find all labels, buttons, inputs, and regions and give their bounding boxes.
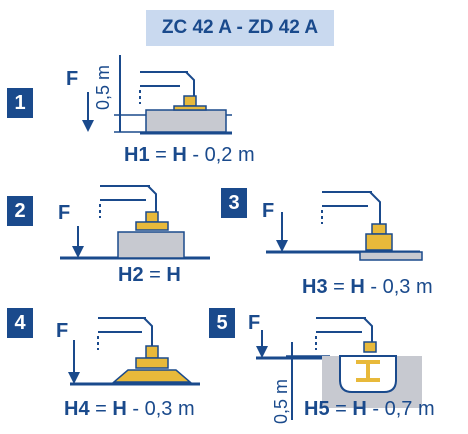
scenario-3-drawing [266,191,423,261]
scenario-5-height-label: 0,5 m [271,378,291,424]
scenario-1-rest: - 0,2 m [186,144,255,166]
scenario-5-formula: H5 = H - 0,7 m [304,398,435,421]
scenario-4-force-label: F [56,320,69,342]
scenario-5-badge: 5 [209,308,235,338]
scenario-5-force-label: F [248,312,261,334]
scenario-4-var: H4 [64,398,90,420]
title-box: ZC 42 A - ZD 42 A [146,10,334,46]
scenario-4-formula: H4 = H - 0,3 m [64,398,195,421]
scenario-1-drawing [82,55,232,135]
scenario-3-base: H [350,276,365,298]
scenario-5-var: H5 [304,398,330,420]
scenario-2-force-label: F [58,202,71,224]
scenario-2-formula: H2 = H [118,264,181,287]
scenario-3-eq: = [327,276,351,298]
scenario-3-rest: - 0,3 m [364,276,433,298]
scenario-2-eq: = [143,264,167,286]
scenario-4-rest: - 0,3 m [126,398,195,420]
scenario-1-force-label: F [66,68,79,90]
scenario-1-var: H1 [124,144,150,166]
scenario-2-var: H2 [118,264,144,286]
scenario-4-eq: = [89,398,113,420]
scenario-1-formula: H1 = H - 0,2 m [124,144,255,167]
scenario-3-badge: 3 [221,188,247,218]
scenario-4-badge: 4 [7,308,33,338]
scenario-2-drawing [60,185,210,260]
scenario-1-height-label: 0,5 m [93,64,113,110]
scenario-3-var: H3 [302,276,328,298]
diagram-title: ZC 42 A - ZD 42 A [161,17,319,38]
scenario-4-base: H [112,398,127,420]
scenario-2-badge: 2 [7,196,33,226]
scenario-3-force-label: F [262,200,275,222]
scenario-2-base: H [166,264,181,286]
scenario-4-drawing [68,317,200,386]
scenario-5-eq: = [329,398,353,420]
scenario-1-base: H [172,144,187,166]
scenario-5-base: H [352,398,367,420]
scenario-5-rest: - 0,7 m [366,398,435,420]
scenario-5-drawing [256,317,422,420]
scenario-1-eq: = [149,144,173,166]
scenario-3-formula: H3 = H - 0,3 m [302,276,433,299]
scenario-1-badge: 1 [7,88,33,118]
